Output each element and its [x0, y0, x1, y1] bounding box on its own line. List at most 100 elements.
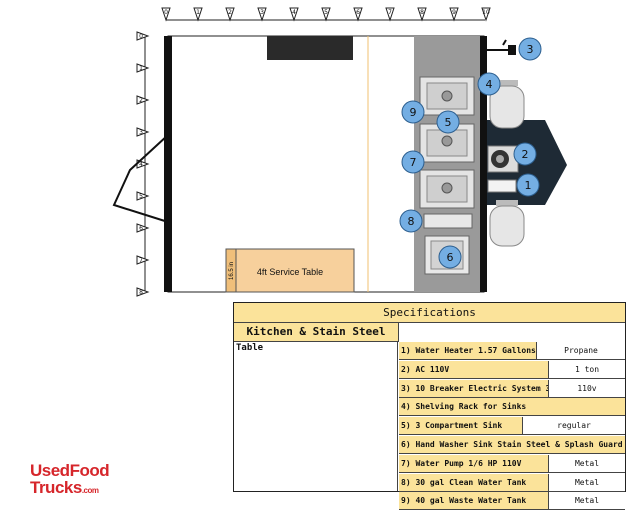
- specifications-title: Specifications: [234, 303, 625, 323]
- marker-label-4: 4: [486, 78, 493, 91]
- spec-row-label: 4) Shelving Rack for Sinks: [399, 398, 625, 416]
- marker-label-7: 7: [410, 156, 417, 169]
- left-ruler-label: 5: [139, 193, 143, 200]
- service-window-flap: [112, 134, 169, 223]
- marker-label-9: 9: [410, 106, 417, 119]
- spec-row-value: 1 ton: [549, 360, 625, 378]
- left-ruler-tick: 7: [136, 255, 150, 265]
- service-table: 4ft Service Table 16.5 in: [225, 248, 355, 293]
- service-table-label: 4ft Service Table: [257, 267, 323, 277]
- specifications-table: Specifications Kitchen & Stain Steel Tab…: [233, 302, 626, 510]
- marker-label-5: 5: [445, 116, 452, 129]
- hand-sink-drainboard: [423, 213, 473, 229]
- logo-line-2: Trucks: [30, 478, 82, 497]
- left-ruler-tick: 5: [136, 191, 150, 201]
- top-ruler-tick: 0: [161, 7, 171, 22]
- left-ruler-label: 1: [139, 65, 143, 72]
- top-ruler-label: 5: [324, 9, 328, 16]
- marker-6: [438, 245, 462, 269]
- power-plug: [487, 39, 516, 55]
- marker-1: [516, 173, 540, 197]
- marker-8: [399, 209, 423, 233]
- left-ruler-label: 2: [139, 97, 143, 104]
- left-ruler-tick: 0: [136, 31, 150, 41]
- spec-row-label: 3) 10 Breaker Electric System 30A: [399, 379, 549, 397]
- spec-row-value: Metal: [549, 492, 625, 510]
- top-ruler-tick: 1: [193, 7, 203, 22]
- spec-row: 4) Shelving Rack for Sinks: [399, 398, 625, 417]
- propane-tank-bottom: [489, 200, 525, 247]
- top-ruler-tick: 10: [481, 7, 491, 22]
- top-ruler-tick: 7: [385, 7, 395, 22]
- marker-2: [513, 142, 537, 166]
- spec-row-label: 6) Hand Washer Sink Stain Steel & Splash…: [399, 436, 625, 453]
- top-ruler-label: 10: [482, 9, 490, 16]
- left-ruler-label: 0: [139, 33, 143, 40]
- top-ruler-tick: 6: [353, 7, 363, 22]
- left-ruler-label: 8: [139, 289, 143, 296]
- top-ruler-label: 6: [356, 9, 360, 16]
- marker-4: [477, 72, 501, 96]
- marker-5: [436, 110, 460, 134]
- left-ruler: 0 1 2 3 4 5 6 7 8: [136, 31, 150, 297]
- top-ruler-tick: 5: [321, 7, 331, 22]
- top-ruler-tick: 9: [449, 7, 459, 22]
- three-compartment-sink: [419, 76, 475, 209]
- spec-row-value: regular: [523, 417, 625, 435]
- spec-row-label: 2) AC 110V: [399, 360, 549, 378]
- top-ruler-tick: 4: [289, 7, 299, 22]
- water-heater-box: [487, 179, 517, 193]
- hand-washer-sink: [424, 235, 470, 275]
- specifications-left-body: Table: [234, 342, 398, 491]
- spec-row-value: Propane: [537, 342, 625, 359]
- right-wall: [480, 36, 487, 292]
- top-ruler-label: 1: [196, 9, 200, 16]
- left-ruler-tick: 8: [136, 287, 150, 297]
- top-ruler-label: 9: [452, 9, 456, 16]
- hood-vent: [267, 36, 353, 60]
- marker-label-8: 8: [408, 215, 415, 228]
- top-ruler-tick: 2: [225, 7, 235, 22]
- spec-row-label: 7) Water Pump 1/6 HP 110V: [399, 454, 549, 472]
- marker-3: [518, 37, 542, 61]
- spec-row: 6) Hand Washer Sink Stain Steel & Splash…: [399, 436, 625, 454]
- top-ruler-label: 7: [388, 9, 392, 16]
- spec-row-value: 110v: [549, 379, 625, 397]
- top-ruler-tick: 8: [417, 7, 427, 22]
- ac-unit: [487, 145, 519, 173]
- left-wall: [164, 36, 172, 292]
- spec-row-value: Metal: [549, 473, 625, 491]
- service-table-dimension: 16.5 in: [229, 262, 235, 280]
- left-ruler-tick: 3: [136, 127, 150, 137]
- top-ruler-label: 4: [292, 9, 296, 16]
- specifications-left-heading: Kitchen & Stain Steel: [234, 323, 399, 342]
- left-ruler-tick: 2: [136, 95, 150, 105]
- marker-label-3: 3: [527, 43, 534, 56]
- spec-row-label: 9) 40 gal Waste Water Tank: [399, 492, 549, 510]
- marker-7: [401, 150, 425, 174]
- logo-line-1: UsedFood: [30, 461, 110, 480]
- left-ruler-tick: 6: [136, 223, 150, 233]
- top-ruler-label: 3: [260, 9, 264, 16]
- top-ruler-tick: 3: [257, 7, 267, 22]
- marker-9: [401, 100, 425, 124]
- propane-tank-top: [489, 80, 525, 129]
- spec-row-label: 1) Water Heater 1.57 Gallons: [399, 342, 537, 359]
- logo-domain: .com: [81, 486, 99, 495]
- usedfoodtrucks-logo: UsedFood Trucks.com: [30, 461, 110, 499]
- spec-row-value: Metal: [549, 454, 625, 472]
- top-ruler-label: 0: [164, 9, 168, 16]
- floor-plan: 0 1 2 3 4 5 6 7 8 9 10 0 1 2 3 4 5 6 7 8: [112, 7, 567, 297]
- left-ruler-label: 4: [139, 161, 143, 168]
- left-ruler-tick: 1: [136, 63, 150, 73]
- marker-label-6: 6: [447, 251, 454, 264]
- spec-row-label: 8) 30 gal Clean Water Tank: [399, 473, 549, 491]
- top-ruler-label: 2: [228, 9, 232, 16]
